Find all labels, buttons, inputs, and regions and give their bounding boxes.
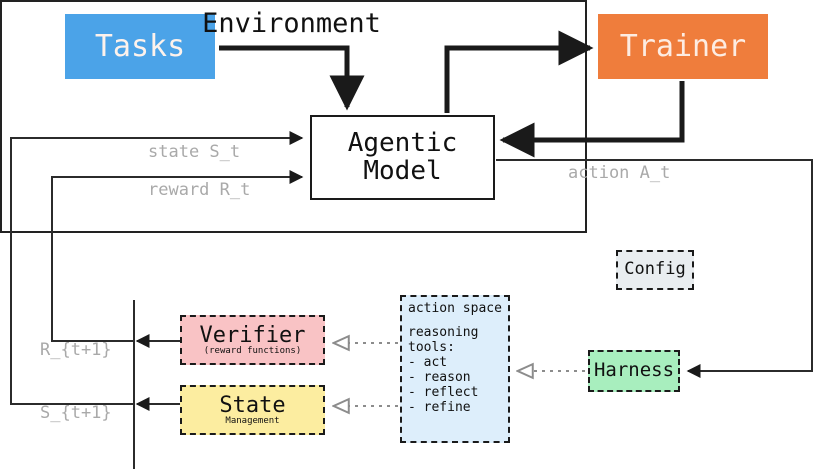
action-space-item: - act [408, 355, 448, 370]
verifier-label: Verifier [199, 322, 306, 348]
edge-reward-feedback [51, 170, 304, 342]
edge-state-feedback [10, 131, 304, 405]
action-space-item: - reflect [408, 385, 479, 400]
state-subtitle: Management [225, 415, 280, 426]
trainer-label: Trainer [619, 28, 747, 64]
environment-label: Environment [202, 8, 381, 39]
edge-tasks-to-agentic [219, 45, 365, 111]
agentic-model-label-line1: Agentic [347, 128, 458, 159]
agentic-model-label-line2: Model [363, 155, 442, 186]
edge-trainer-to-agentic [499, 81, 685, 158]
verifier-node[interactable]: Verifier (reward functions) [180, 315, 325, 365]
agentic-model-node[interactable]: Agentic Model [310, 115, 495, 200]
action-space-item: - reason [408, 370, 471, 385]
tasks-node[interactable]: Tasks [65, 14, 215, 79]
action-space-item: reasoning [408, 325, 479, 340]
tasks-label: Tasks [94, 28, 186, 64]
state-node[interactable]: State Management [180, 385, 325, 435]
edge-action-to-harness [496, 159, 813, 378]
config-label: Config [624, 259, 686, 280]
trainer-node[interactable]: Trainer [598, 14, 768, 79]
edge-label-reward: reward R_t [148, 180, 251, 200]
verifier-subtitle: (reward functions) [203, 345, 302, 356]
edge-agentic-to-trainer [444, 30, 594, 113]
config-node[interactable]: Config [616, 250, 694, 290]
harness-label: Harness [593, 359, 675, 382]
edge-label-action: action A_t [568, 163, 671, 183]
edge-label-state-next: S_{t+1} [40, 403, 112, 423]
edge-label-state: state S_t [148, 142, 241, 162]
action-space-header: action space [408, 301, 502, 316]
edge-label-reward-next: R_{t+1} [40, 340, 112, 360]
action-space-item: - refine [408, 400, 471, 415]
state-label: State [219, 392, 286, 418]
action-space-item: tools: [408, 340, 455, 355]
action-space-node[interactable]: action space reasoning tools: - act - re… [400, 295, 510, 443]
harness-node[interactable]: Harness [588, 350, 680, 392]
